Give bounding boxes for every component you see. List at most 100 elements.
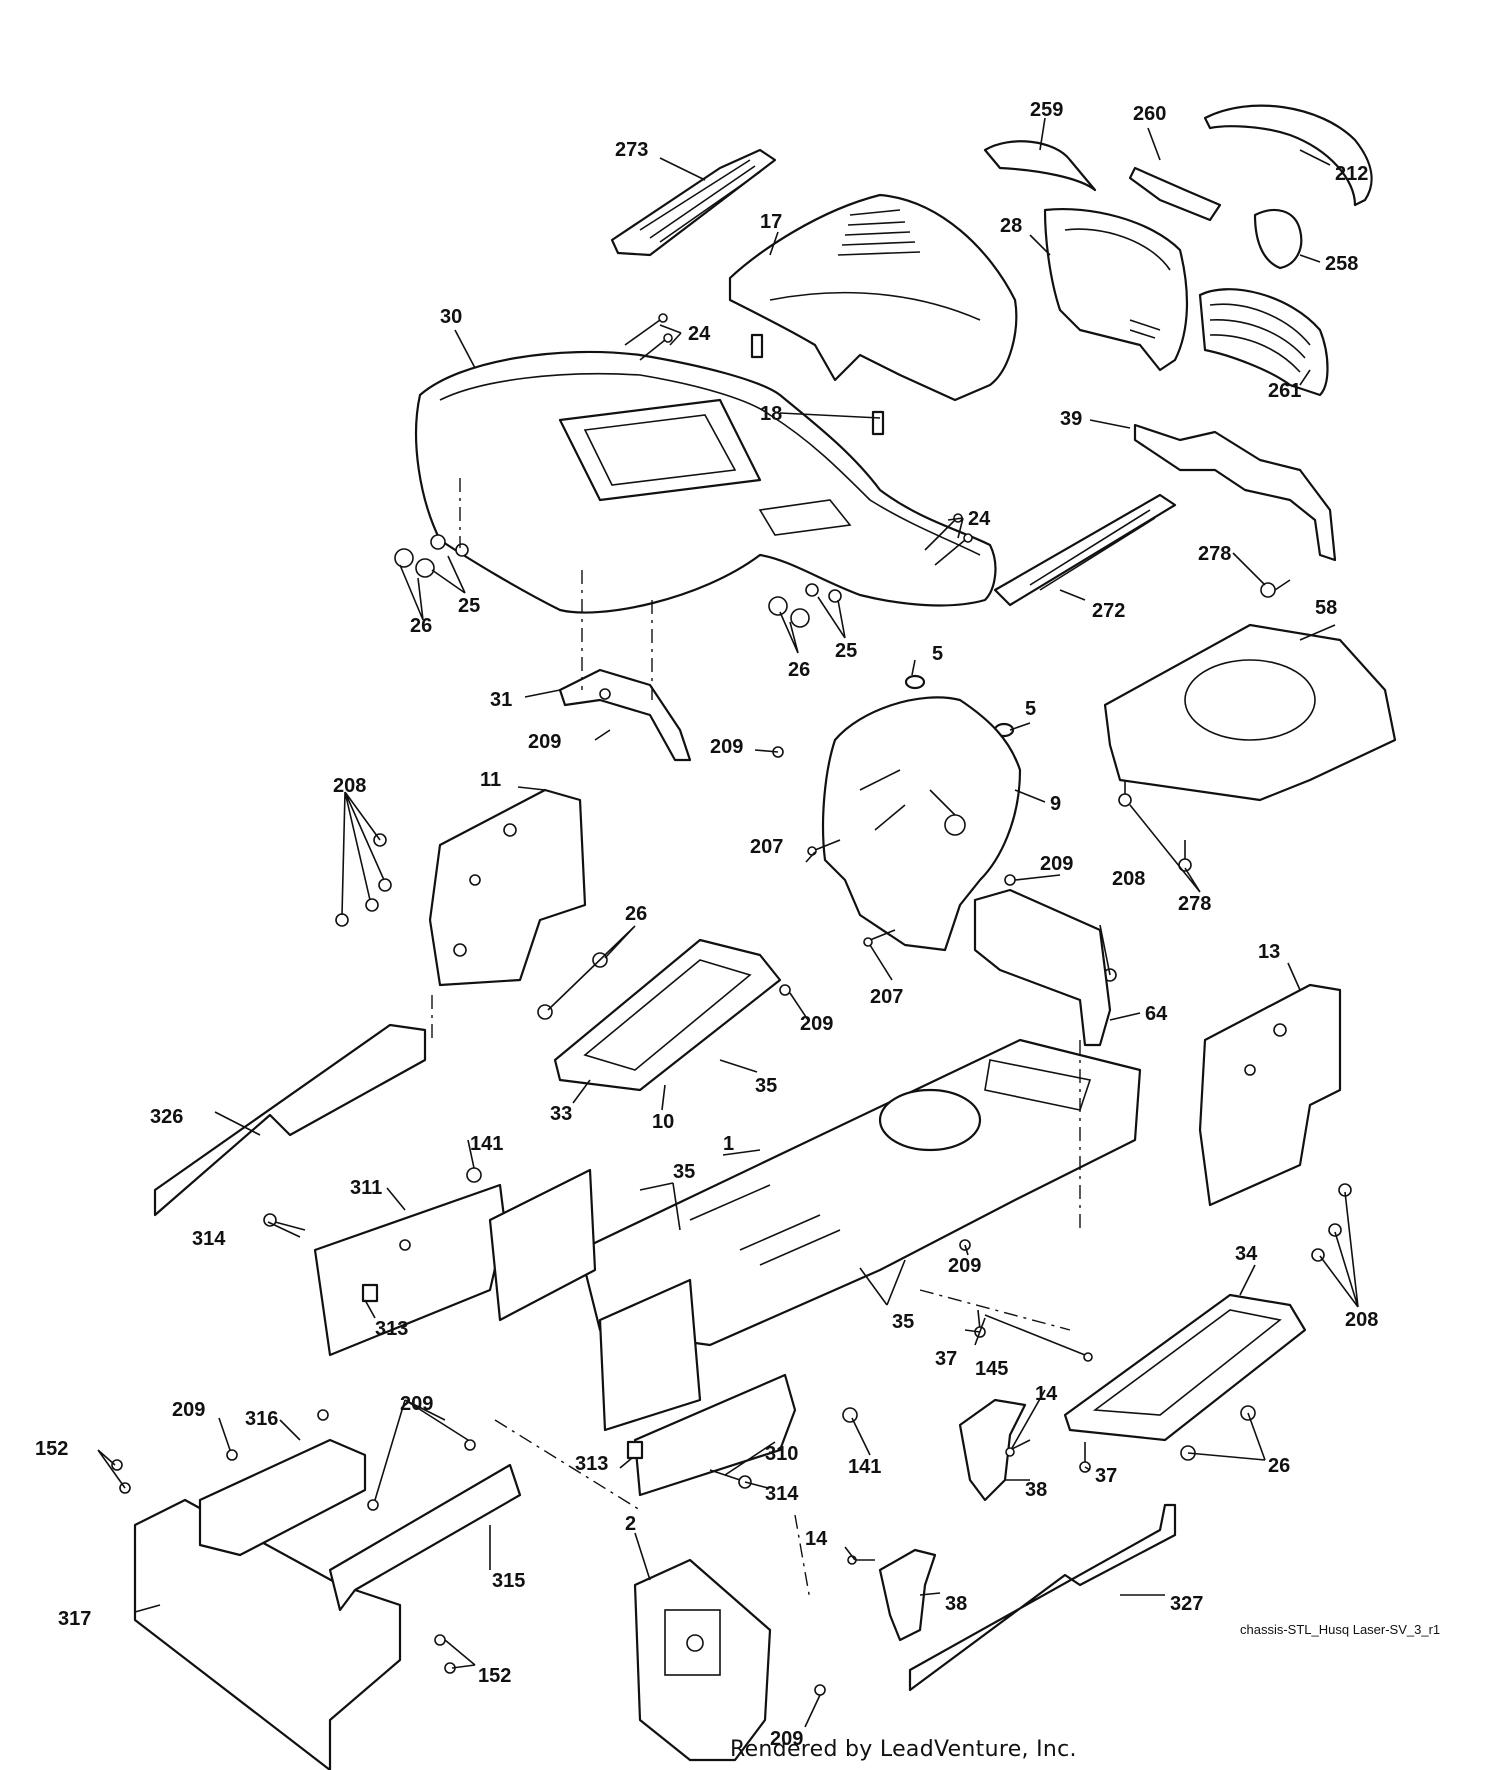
callout-33: 33 bbox=[550, 1103, 572, 1125]
part-260-trim bbox=[1128, 166, 1222, 222]
part-145-rod bbox=[984, 1314, 1093, 1362]
callout-207-bottom: 207 bbox=[870, 986, 903, 1008]
callout-273: 273 bbox=[615, 139, 648, 161]
callout-208-left: 208 bbox=[333, 775, 366, 797]
part-316-skirt bbox=[198, 1438, 367, 1557]
callout-145: 145 bbox=[975, 1358, 1008, 1380]
part-273-grille bbox=[610, 148, 777, 257]
callout-327: 327 bbox=[1170, 1593, 1203, 1615]
callout-314-right: 314 bbox=[765, 1483, 799, 1505]
callout-260: 260 bbox=[1133, 103, 1166, 125]
callout-11: 11 bbox=[480, 769, 501, 791]
part-mounting-plates bbox=[488, 1168, 702, 1432]
part-9-dash bbox=[821, 696, 1022, 952]
callout-28: 28 bbox=[1000, 215, 1022, 237]
callout-316: 316 bbox=[245, 1408, 278, 1430]
callout-261: 261 bbox=[1268, 380, 1301, 402]
callout-30: 30 bbox=[440, 306, 462, 328]
part-315-skirt bbox=[328, 1463, 522, 1612]
callout-26-left: 26 bbox=[410, 615, 432, 637]
part-313-brackets bbox=[361, 1283, 644, 1460]
callout-10: 10 bbox=[652, 1111, 674, 1133]
callout-313-left: 313 bbox=[375, 1318, 408, 1340]
callout-58: 58 bbox=[1315, 597, 1337, 619]
part-13-plate bbox=[1198, 983, 1342, 1207]
callout-152-right: 152 bbox=[478, 1665, 511, 1687]
credit-line: Rendered by LeadVenture, Inc. bbox=[730, 1737, 1077, 1762]
part-327-strip bbox=[908, 1503, 1177, 1692]
part-28-housing bbox=[1043, 207, 1189, 372]
callout-317: 317 bbox=[58, 1608, 91, 1630]
callout-209-g: 209 bbox=[400, 1393, 433, 1415]
part-17-hood bbox=[728, 193, 1018, 402]
part-326-strip bbox=[153, 1023, 427, 1217]
callout-13: 13 bbox=[1258, 941, 1280, 963]
part-5-grommets bbox=[904, 674, 1015, 738]
callout-208-mid: 208 bbox=[1112, 868, 1145, 890]
callout-209-h: 209 bbox=[770, 1728, 803, 1750]
callout-315: 315 bbox=[492, 1570, 525, 1592]
callout-26-right: 26 bbox=[788, 659, 810, 681]
part-258-lens bbox=[1253, 208, 1303, 270]
callout-310: 310 bbox=[765, 1443, 798, 1465]
callout-9: 9 bbox=[1050, 793, 1061, 815]
callout-141-bottom: 141 bbox=[848, 1456, 881, 1478]
callout-272: 272 bbox=[1092, 600, 1125, 622]
callout-38-bottom: 38 bbox=[945, 1593, 967, 1615]
callout-38-top: 38 bbox=[1025, 1479, 1047, 1501]
part-272-grille bbox=[993, 493, 1177, 607]
callout-14-bottom: 14 bbox=[805, 1528, 828, 1550]
part-58-panel bbox=[1103, 623, 1397, 802]
assembly-lines bbox=[431, 478, 1081, 1601]
part-310-panel bbox=[633, 1373, 797, 1497]
callout-5-top: 5 bbox=[932, 643, 943, 665]
callout-35-mid: 35 bbox=[673, 1161, 695, 1183]
callout-326: 326 bbox=[150, 1106, 183, 1128]
callout-141-top: 141 bbox=[470, 1133, 503, 1155]
part-39-bracket bbox=[1133, 423, 1337, 562]
callout-208-right: 208 bbox=[1345, 1309, 1378, 1331]
callout-259: 259 bbox=[1030, 99, 1063, 121]
callout-37-bottom: 37 bbox=[1095, 1465, 1117, 1487]
part-259-cover bbox=[983, 140, 1097, 192]
part-207-screws bbox=[807, 839, 896, 947]
part-18-strip bbox=[750, 333, 885, 436]
part-33-footrest bbox=[553, 938, 782, 1092]
callout-314-left: 314 bbox=[192, 1228, 226, 1250]
callout-25-left: 25 bbox=[458, 595, 480, 617]
callout-2: 2 bbox=[625, 1513, 636, 1535]
part-31-bracket bbox=[558, 668, 692, 762]
callout-26-mid: 26 bbox=[625, 903, 647, 925]
callout-5-right: 5 bbox=[1025, 698, 1036, 720]
callout-209-b: 209 bbox=[710, 736, 743, 758]
callout-31: 31 bbox=[490, 689, 512, 711]
part-25-26-hardware bbox=[394, 534, 842, 628]
part-212-strip bbox=[1203, 104, 1373, 207]
callout-24-right: 24 bbox=[968, 508, 991, 530]
part-34-footrest bbox=[1063, 1293, 1307, 1442]
callout-26-bottom: 26 bbox=[1268, 1455, 1290, 1477]
part-11-plate bbox=[428, 788, 587, 987]
callouts: 273 17 259 260 212 28 258 261 30 24 18 3… bbox=[35, 99, 1378, 1750]
part-38-brackets bbox=[878, 1398, 1027, 1642]
callout-212: 212 bbox=[1335, 163, 1368, 185]
callout-152-left: 152 bbox=[35, 1438, 68, 1460]
part-141-clips bbox=[466, 1167, 858, 1423]
part-2-rear-plate bbox=[633, 1558, 772, 1762]
callout-64: 64 bbox=[1145, 1003, 1168, 1025]
callout-18: 18 bbox=[760, 403, 782, 425]
part-24-bolts bbox=[624, 313, 973, 566]
leader-lines bbox=[97, 117, 1359, 1728]
callout-35-top: 35 bbox=[755, 1075, 777, 1097]
callout-24-top: 24 bbox=[688, 323, 711, 345]
callout-209-f: 209 bbox=[172, 1399, 205, 1421]
part-261-grille bbox=[1198, 288, 1329, 397]
callout-34: 34 bbox=[1235, 1243, 1258, 1265]
callout-37-top: 37 bbox=[935, 1348, 957, 1370]
callout-311: 311 bbox=[350, 1177, 382, 1199]
drawing-id: chassis-STL_Husq Laser-SV_3_r1 bbox=[1240, 1622, 1441, 1637]
callout-258: 258 bbox=[1325, 253, 1358, 275]
callout-278-top: 278 bbox=[1198, 543, 1231, 565]
part-208-bolts bbox=[335, 833, 1352, 1262]
